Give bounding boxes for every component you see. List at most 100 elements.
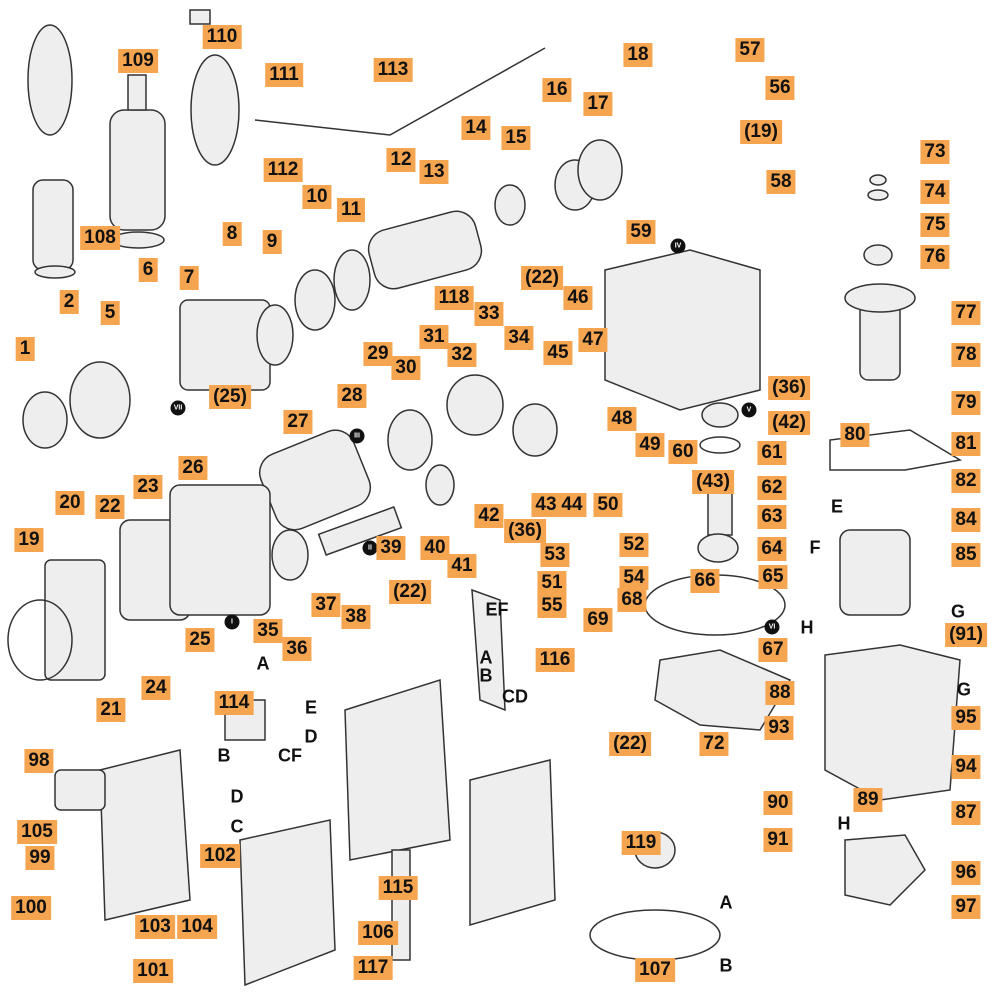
part-number-callout: 85 xyxy=(951,543,981,567)
part-number-callout: 42 xyxy=(474,504,504,528)
part-number-callout: 103 xyxy=(135,915,175,939)
part-number-callout: 107 xyxy=(635,958,675,982)
gear-parts xyxy=(644,402,792,731)
part-number-callout: 51 xyxy=(537,571,567,595)
front-parts xyxy=(22,139,623,449)
part-number-callout: 76 xyxy=(920,245,950,269)
part-number-callout: 35 xyxy=(253,619,283,643)
gear-housing-59 xyxy=(604,249,761,411)
wire-connection-letter: D xyxy=(304,726,318,747)
part-number-callout: 23 xyxy=(133,475,163,499)
part-number-callout: 96 xyxy=(951,861,981,885)
wire-connection-letter: B xyxy=(217,745,231,766)
wire-connection-letter: G xyxy=(956,679,972,700)
part-number-callout: 73 xyxy=(920,140,950,164)
wire-connection-letter: EF xyxy=(485,599,509,620)
part-number-callout: 20 xyxy=(55,491,85,515)
part-number-callout: 40 xyxy=(420,536,450,560)
part-number-callout: 111 xyxy=(265,63,303,87)
part-number-callout: 38 xyxy=(341,605,371,629)
part-number-callout: 22 xyxy=(95,495,125,519)
wire-connection-letter: A xyxy=(256,653,270,674)
part-number-callout: 84 xyxy=(951,508,981,532)
part-number-callout: 59 xyxy=(626,220,656,244)
motor-field-85 xyxy=(829,429,963,616)
part-number-callout: 66 xyxy=(690,569,720,593)
wire-connection-letter: A xyxy=(719,892,733,913)
part-number-callout: 78 xyxy=(951,343,981,367)
middle-parts xyxy=(258,374,558,581)
part-number-callout: 19 xyxy=(14,528,44,552)
part-number-callout: 57 xyxy=(735,38,765,62)
part-number-callout: 95 xyxy=(951,706,981,730)
part-number-callout: 48 xyxy=(607,407,637,431)
part-number-callout: (22) xyxy=(389,580,431,604)
part-number-callout: (36) xyxy=(504,519,546,543)
part-number-callout: 1 xyxy=(15,337,35,361)
depth-rod-113 xyxy=(254,47,546,136)
part-number-callout: (42) xyxy=(768,411,810,435)
wire-connection-letter: E xyxy=(830,496,844,517)
wire-connection-letter: B xyxy=(479,665,493,686)
part-number-callout: 105 xyxy=(17,820,57,844)
wire-connection-letter: H xyxy=(837,813,851,834)
part-number-callout: 114 xyxy=(214,691,254,715)
part-number-callout: 53 xyxy=(540,543,570,567)
part-number-callout: 33 xyxy=(474,302,504,326)
part-number-callout: (25) xyxy=(209,385,251,409)
side-handle-111 xyxy=(189,9,240,166)
part-number-callout: 45 xyxy=(543,341,573,365)
part-number-callout: 79 xyxy=(951,391,981,415)
part-number-callout: 94 xyxy=(951,755,981,779)
part-number-callout: 14 xyxy=(461,116,491,140)
assembly-marker-numeral: I xyxy=(224,614,240,630)
part-number-callout: 43 xyxy=(531,493,561,517)
part-number-callout: 9 xyxy=(262,230,282,254)
side-handle-left xyxy=(27,24,76,279)
part-number-callout: 113 xyxy=(373,58,413,82)
part-number-callout: 24 xyxy=(141,676,171,700)
part-number-callout: 108 xyxy=(80,226,120,250)
wire-connection-letter: E xyxy=(304,697,318,718)
part-number-callout: 32 xyxy=(447,343,477,367)
part-number-callout: 56 xyxy=(765,76,795,100)
part-number-callout: 116 xyxy=(535,648,575,672)
part-number-callout: 52 xyxy=(619,533,649,557)
part-number-callout: 109 xyxy=(118,49,158,73)
part-number-callout: 15 xyxy=(501,126,531,150)
assembly-marker-numeral: VII xyxy=(170,400,186,416)
part-number-callout: 69 xyxy=(583,608,613,632)
part-number-callout: 77 xyxy=(951,301,981,325)
part-number-callout: 17 xyxy=(583,92,613,116)
armature-77 xyxy=(844,174,916,381)
part-number-callout: 34 xyxy=(504,326,534,350)
part-number-callout: 119 xyxy=(621,831,661,855)
part-number-callout: 47 xyxy=(578,328,608,352)
part-number-callout: 72 xyxy=(699,732,729,756)
assembly-marker-numeral: VI xyxy=(764,619,780,635)
part-number-callout: 18 xyxy=(623,43,653,67)
part-number-callout: 64 xyxy=(757,537,787,561)
part-number-callout: (36) xyxy=(768,376,810,400)
wire-connection-letter: D xyxy=(230,786,244,807)
part-number-callout: 87 xyxy=(951,801,981,825)
part-number-callout: (22) xyxy=(609,732,651,756)
handles xyxy=(54,588,721,987)
wire-connection-letter: H xyxy=(800,617,814,638)
part-number-callout: 36 xyxy=(282,637,312,661)
part-number-callout: 112 xyxy=(263,158,303,182)
part-number-callout: 88 xyxy=(765,681,795,705)
part-number-callout: 25 xyxy=(185,628,215,652)
part-number-callout: (22) xyxy=(521,266,563,290)
assembly-marker-numeral: III xyxy=(349,428,365,444)
part-number-callout: 93 xyxy=(764,716,794,740)
part-number-callout: 44 xyxy=(557,493,587,517)
assembly-marker-numeral: V xyxy=(741,402,757,418)
part-number-callout: 30 xyxy=(391,356,421,380)
part-number-callout: 55 xyxy=(537,594,567,618)
part-number-callout: 11 xyxy=(336,198,366,222)
wire-connection-letter: B xyxy=(719,955,733,976)
part-number-callout: 118 xyxy=(434,286,474,310)
